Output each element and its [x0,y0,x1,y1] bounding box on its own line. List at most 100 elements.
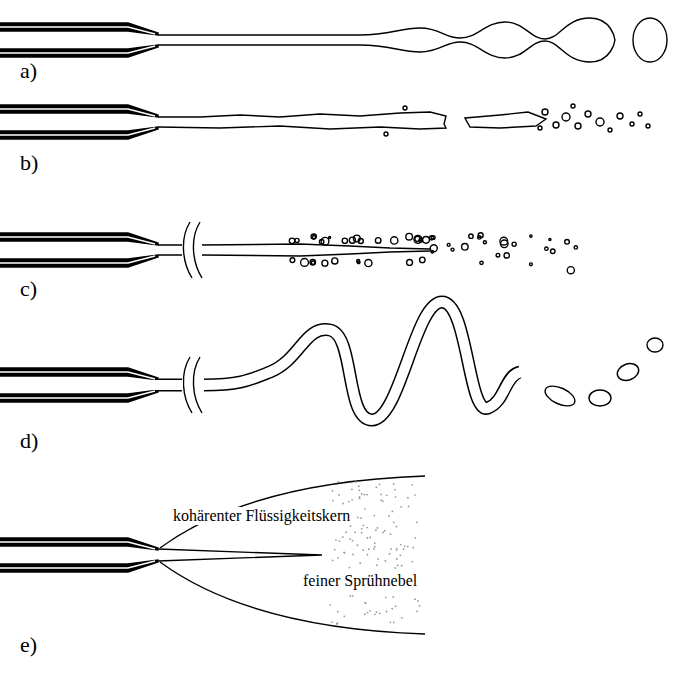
droplet [478,236,481,239]
spray-dot [364,613,366,615]
droplet [545,247,548,250]
droplet [549,238,551,240]
annotation: feiner Sprühnebel [300,572,420,590]
spray-dot [391,511,393,513]
spray-dot [386,494,388,496]
spray-dot [392,596,394,598]
spray-dot [357,517,359,519]
sinuous-jet [150,302,521,420]
spray-dot [388,515,390,517]
spray-dot [352,554,354,556]
spray-dot [367,612,369,614]
droplet [414,235,422,243]
spray-dot [364,602,366,604]
panel-letter: d) [20,428,38,453]
spray-dot [368,548,370,550]
spray-dot [400,544,402,546]
spray-dot [414,598,416,600]
spray-dot [369,610,371,612]
droplet [617,113,623,119]
spray-dot [397,564,399,566]
droplet [638,112,642,116]
droplet [295,238,299,242]
droplet [329,236,331,238]
panel-letter: a) [20,58,37,83]
droplet [430,245,437,252]
spray-dot [339,540,341,542]
spray-dot [337,622,339,624]
jet-outline [158,112,446,129]
droplet [553,122,559,128]
spray-dot [385,596,387,598]
jet-outline [158,40,615,62]
droplet [500,240,508,248]
jet-fragment [465,112,546,128]
spray-dot [366,494,368,496]
spray-dot [393,483,395,485]
spray-dot [332,500,334,502]
spray-dot [396,526,398,528]
jet-outline [158,244,430,256]
spray-dot [403,548,405,550]
droplet [357,261,360,264]
spray-dot [366,537,368,539]
droplet [391,237,398,244]
spray-dot [401,565,403,567]
droplet [301,258,309,266]
spray-dot [352,540,354,542]
spray-dot [414,494,416,496]
spray-dot [337,557,339,559]
droplet [608,128,612,132]
spray-dot [379,484,381,486]
spray-dot [411,561,413,563]
spray-dot [374,613,376,615]
spray-dot [345,531,347,533]
spray-dot [417,600,419,602]
nozzle [0,23,158,57]
droplet [311,261,314,264]
panel-letter: e) [20,632,37,657]
droplet [447,243,450,246]
droplet [423,236,430,243]
spray-dot [396,558,398,560]
spray-dot [386,611,388,613]
droplet [319,239,323,243]
droplet [430,236,434,240]
spray-dot [393,521,395,523]
spray-dot [391,608,393,610]
spray-dot [401,617,403,619]
droplet [529,263,532,266]
spray-dot [348,501,350,503]
droplet [332,258,338,264]
spray-dot [394,567,396,569]
droplet [630,122,634,126]
spray-dot [375,529,377,531]
droplet [312,236,315,239]
spray-dot [359,498,361,500]
droplet [375,238,381,244]
nozzle [0,233,158,267]
spray-dot [331,621,333,623]
nozzle [0,538,158,572]
spray-dot [329,604,331,606]
spray-dot [364,508,366,510]
droplet [542,109,548,115]
spray-dot [367,554,369,556]
spray-dot [382,531,384,533]
spray-stipple [329,481,420,625]
spray-dot [416,610,418,612]
droplets [384,104,650,136]
droplet [289,238,295,244]
droplet [290,258,295,263]
spray-dot [351,482,353,484]
spray-dot [337,481,339,483]
droplet [562,113,570,121]
droplet [384,132,388,136]
spray-dot [362,525,364,527]
spray-dot [390,533,392,535]
spray-dot [358,489,360,491]
spray-dot [379,613,381,615]
droplet [550,249,555,254]
panel-letter: c) [20,276,37,301]
spray-dot [366,527,368,529]
